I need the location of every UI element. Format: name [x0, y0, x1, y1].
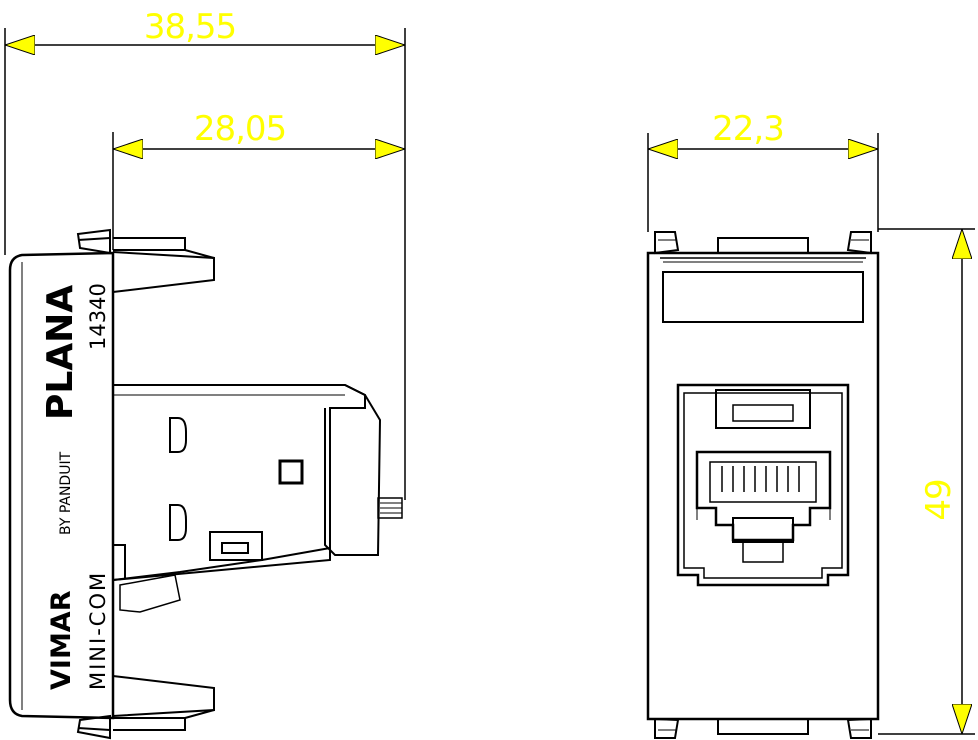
by-line-label: BY PANDUIT — [58, 451, 74, 535]
side-view-labels: PLANA 14340 BY PANDUIT VIMAR MINI-COM — [40, 283, 110, 690]
series-label: MINI-COM — [86, 571, 110, 690]
product-line-label: PLANA — [40, 285, 81, 420]
front-view — [646, 231, 880, 739]
dimension-body-depth-label: 28,05 — [194, 109, 286, 149]
dimension-width: 22,3 — [647, 109, 879, 232]
dimension-overall-depth: 38,55 — [4, 7, 406, 500]
dimension-height-label: 49 — [919, 479, 959, 520]
dimension-body-depth: 28,05 — [112, 109, 405, 250]
dimension-overall-depth-label: 38,55 — [144, 7, 236, 47]
article-code-label: 14340 — [86, 283, 110, 350]
dimension-width-label: 22,3 — [712, 109, 784, 149]
side-view — [8, 228, 403, 740]
brand-label: VIMAR — [46, 590, 77, 690]
dimension-height: 49 — [878, 228, 975, 735]
